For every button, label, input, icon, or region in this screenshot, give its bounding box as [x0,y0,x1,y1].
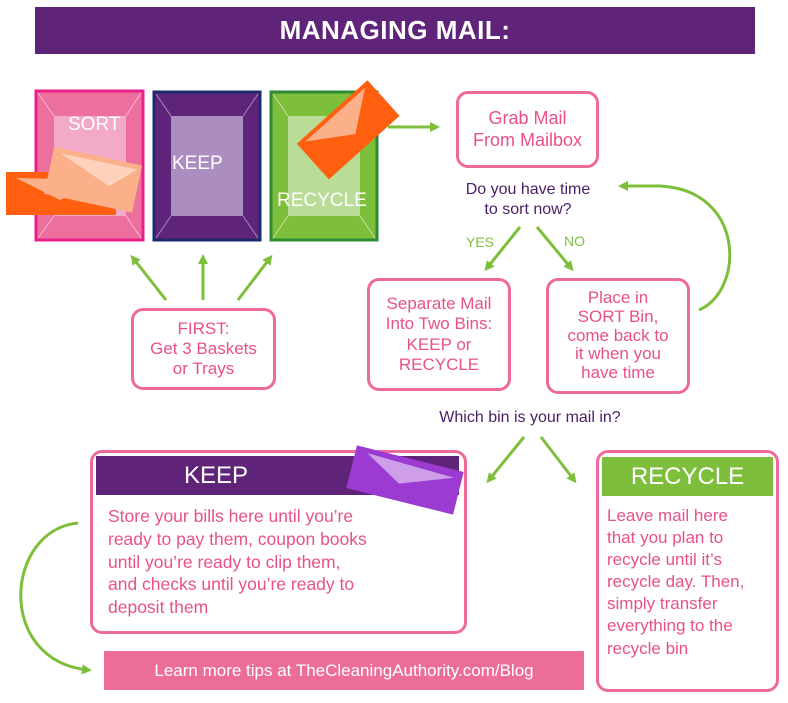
place-line-1: Place in [587,288,649,308]
separate-line-1: Separate Mail [386,294,492,314]
arrow-to-recycle [236,254,273,301]
arrow-to-keep-card [486,436,526,484]
grab-mail-box: Grab Mail From Mailbox [456,91,599,168]
recycle-card-heading: RECYCLE [602,457,773,496]
place-line-3: come back to [567,325,669,345]
question-time-line-2: to sort now? [484,201,572,218]
yes-label: YES [466,234,495,250]
keep-line-1: Store your bills here until you’re [108,506,354,526]
recycle-line-7: recycle bin [607,638,689,658]
keep-card-body: Store your bills here until you’re ready… [108,505,463,619]
place-line-4: it when you [575,344,661,364]
separate-line-3: KEEP or [406,334,472,354]
first-step-box: FIRST: Get 3 Baskets or Trays [131,308,276,390]
keep-line-3: until you’re ready to clip them, [108,551,341,572]
page-title: MANAGING MAIL: [35,7,755,54]
keep-tray [152,90,262,242]
arrow-to-footer [19,521,92,675]
keep-card-heading: KEEP [96,456,459,495]
recycle-line-4: recycle day. Then, [607,572,745,592]
arrow-to-recycle-card [539,436,577,484]
arrow-to-sort [130,254,168,301]
sort-tray-label: SORT [68,114,121,135]
separate-line-4: RECYCLE [398,354,480,374]
recycle-line-6: everything to the [607,616,733,636]
recycle-line-5: simply transfer [607,594,718,614]
arrow-loop-back [618,181,732,312]
grab-line-1: Grab Mail [488,108,567,129]
keep-line-5: deposit them [108,597,209,617]
question-time: Do you have time to sort now? [448,180,608,220]
arrow-no [535,226,574,272]
envelope-icon [44,146,143,213]
arrow-yes [484,226,522,272]
separate-line-2: Into Two Bins: [385,314,493,334]
recycle-line-1: Leave mail here [607,506,728,525]
place-in-sort-box: Place in SORT Bin, come back to it when … [546,278,690,394]
first-line-3: or Trays [172,359,235,379]
keep-line-4: and checks until you’re ready to [108,574,355,595]
recycle-line-2: that you plan to [607,528,724,548]
no-label: NO [564,233,585,249]
place-line-2: SORT Bin, [577,306,659,326]
grab-line-2: From Mailbox [472,129,583,150]
keep-line-2: ready to pay them, coupon books [108,528,367,549]
footer-blog-link[interactable]: Learn more tips at TheCleaningAuthority.… [104,651,584,690]
question-which-bin: Which bin is your mail in? [439,409,621,426]
separate-mail-box: Separate Mail Into Two Bins: KEEP or REC… [367,278,511,391]
keep-tray-label: KEEP [172,153,223,174]
place-line-5: have time [581,363,655,383]
recycle-tray-label: RECYCLE [277,190,367,211]
recycle-line-3: recycle until it’s [607,550,722,570]
first-line-2: Get 3 Baskets [150,338,257,358]
recycle-card-body: Leave mail here that you plan to recycle… [607,505,777,660]
envelope-icon [296,80,400,180]
question-time-line-1: Do you have time [465,181,591,198]
first-line-1: FIRST: [177,318,230,338]
